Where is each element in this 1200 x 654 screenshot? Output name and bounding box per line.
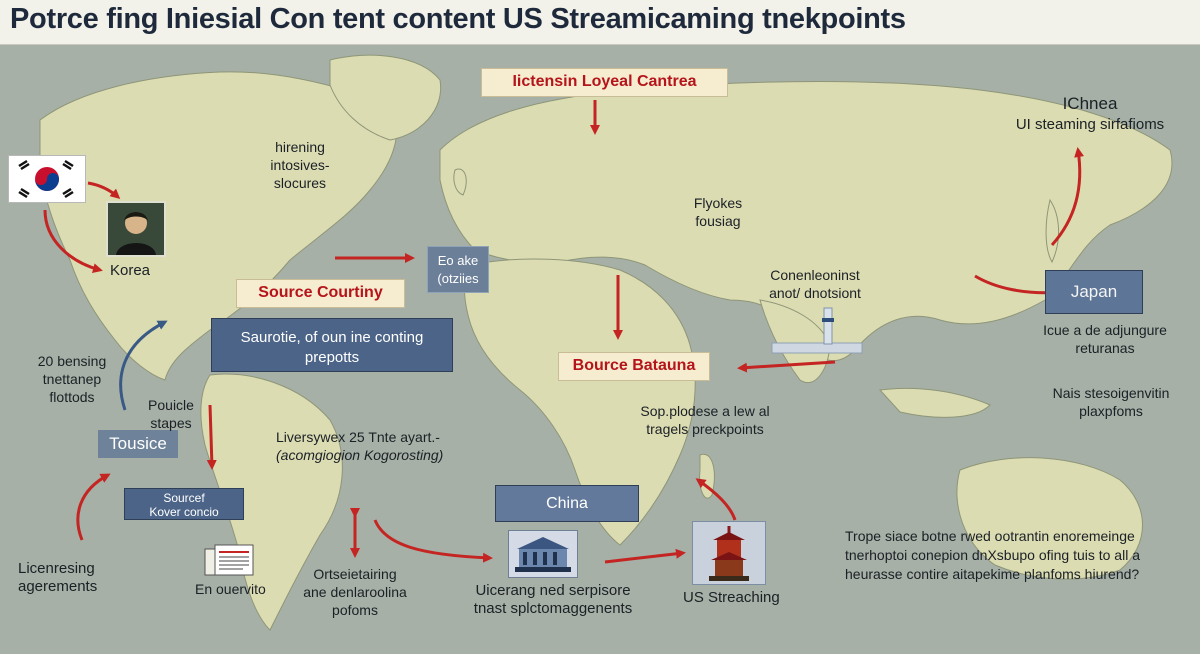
uicerang-label: Uicerang ned serpisore tnast splctomagge… (458, 582, 648, 618)
source-of-content-line-1: Saurotie, of oun ine conting (240, 329, 424, 346)
greenland-land (329, 54, 442, 141)
uicerang-line-1: Uicerang ned serpisore (475, 582, 631, 599)
australia-land (956, 457, 1143, 580)
arrow-china-up (1050, 147, 1085, 247)
arrow-africa-up (695, 478, 737, 521)
arrow-flag-to-portrait (87, 181, 121, 199)
licenresing-line-2: agerements (18, 578, 98, 595)
china-box: China (495, 485, 639, 522)
pouicle-line-1: Pouicle (148, 397, 194, 413)
documents-icon (203, 543, 257, 579)
twenty-bensing-label: 20 bensing tnettanep flottods (22, 352, 122, 406)
source-of-content-line-2: prepotts (304, 349, 360, 366)
en-ouervito-label: En ouervito (195, 581, 266, 597)
hirening-line-1: hirening (275, 139, 325, 155)
korea-label: Korea (110, 262, 151, 279)
arrow-to-china-box (373, 519, 493, 563)
liversywex-label: Liversywex 25 Tnte ayart.- (acomgiogion … (276, 428, 476, 464)
portrait-icon (106, 201, 166, 257)
sop-plodese-label: Sop.plodese a lew al tragels preckpoints (620, 402, 790, 438)
uicerang-line-2: tnast splctomaggenents (473, 600, 633, 617)
ortseietairing-label: Ortseietairing ane denlaroolina pofoms (290, 565, 420, 619)
china-top-line-2: UI steaming sirfafioms (1015, 116, 1165, 133)
page-title: Potrce fing Iniesial Con tent content US… (10, 3, 906, 35)
conenleoninst-label: Conenleoninst anot/ dnotsiont (745, 266, 885, 302)
south-america-land (200, 373, 343, 631)
china-top-line-1: IChnea (1062, 94, 1118, 113)
arrow-to-us (604, 548, 686, 564)
arrow-pouicle-down (206, 404, 217, 470)
pouicle-line-2: stapes (150, 415, 192, 431)
nais-line-2: plaxpfoms (1079, 403, 1143, 419)
source-of-content-box: Saurotie, of oun ine conting prepotts (211, 318, 453, 372)
arrow-flag-to-korea (43, 209, 103, 274)
nais-label: Nais stesoigenvitin plaxpfoms (1036, 384, 1186, 420)
icue-line-2: returanas (1075, 340, 1135, 356)
arrow-blue-curve (119, 320, 168, 411)
north-america-land (39, 71, 398, 381)
licensing-central-box: Iictensin Loyeal Cantrea (481, 68, 728, 97)
twenty-bensing-line-1: 20 bensing (37, 353, 107, 369)
government-building-icon (508, 530, 578, 578)
icue-line-1: Icue a de adjungure (1043, 322, 1167, 338)
twenty-bensing-line-3: flottods (49, 389, 95, 405)
hirening-line-2: intosives- (270, 157, 330, 173)
source-country-box: Source Courtiny (236, 279, 405, 308)
trope-line-1: Trope siace botne rwed ootrantin enoreme… (845, 528, 1135, 544)
africa-land (464, 258, 696, 546)
ortseietairing-line-2: ane denlaroolina (303, 584, 407, 600)
hirening-line-3: slocures (273, 175, 327, 191)
liversywex-line-2: (acomgiogion Kogorosting) (276, 447, 444, 463)
sop-plodese-line-1: Sop.plodese a lew al (640, 403, 770, 419)
hirening-label: hirening intosives- slocures (250, 138, 350, 192)
tower-icon (771, 307, 863, 354)
nais-line-1: Nais stesoigenvitin (1052, 385, 1170, 401)
arrow-to-source-batauna (737, 360, 836, 373)
china-top-label: IChnea UI steaming sirfafioms (990, 93, 1190, 135)
japan-box: Japan (1045, 270, 1143, 314)
flyokes-line-1: Flyokes (693, 195, 743, 211)
trope-line-3: heurasse contire aitapekime planfoms hiu… (845, 566, 1140, 582)
sop-plodese-line-2: tragels preckpoints (646, 421, 764, 437)
pouicle-label: Pouicle stapes (136, 396, 206, 432)
eaake-line-2: (otziies (437, 271, 479, 286)
liversywex-line-1: Liversywex 25 Tnte ayart.- (276, 429, 440, 445)
conenleoninst-line-2: anot/ dnotsiont (769, 285, 861, 301)
conenleoninst-line-1: Conenleoninst (770, 267, 860, 283)
trope-label: Trope siace botne rwed ootrantin enoreme… (845, 527, 1195, 584)
ortseietairing-line-1: Ortseietairing (313, 566, 397, 582)
trope-line-2: tnerhoptoi conepion dnXsbupo ofing tuis … (845, 547, 1140, 563)
tousice-box: Tousice (98, 430, 178, 458)
uk-land (453, 168, 467, 196)
source-kover-line-1: Sourcef (163, 491, 205, 505)
flyokes-label: Flyokes fousiag (668, 194, 768, 230)
us-streaching-label: US Streaching (683, 589, 780, 606)
licenresing-label: Licenresing agerements (18, 560, 128, 596)
source-kover-box: Sourcef Kover concio (124, 488, 244, 520)
source-kover-line-2: Kover concio (149, 505, 219, 519)
indonesia-land (878, 387, 991, 418)
source-batauna-box: Bource Batauna (558, 352, 710, 381)
icue-label: Icue a de adjungure returanas (1025, 321, 1185, 357)
temple-icon (692, 521, 766, 585)
ortseietairing-line-3: pofoms (332, 602, 378, 618)
korea-flag-icon (8, 155, 86, 203)
arrow-licenresing-up (76, 473, 111, 541)
japan-land (1045, 198, 1060, 264)
twenty-bensing-line-2: tnettanep (42, 371, 102, 387)
flyokes-line-2: fousiag (695, 213, 741, 229)
eaake-box: Eo ake (otziies (427, 246, 489, 293)
title-bar: Potrce fing Iniesial Con tent content US… (0, 0, 1200, 45)
eaake-line-1: Eo ake (437, 253, 479, 268)
licenresing-line-1: Licenresing (18, 560, 95, 577)
eurasia-land (439, 81, 1173, 362)
